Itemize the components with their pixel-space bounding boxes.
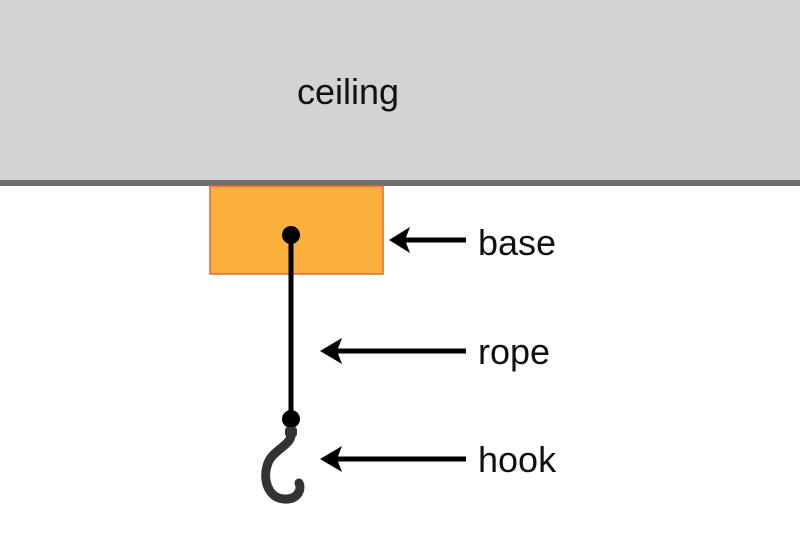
ceiling-block	[0, 0, 800, 183]
hook-curve	[261, 430, 305, 504]
arrow-left-icon	[389, 227, 410, 253]
base-label: base	[478, 222, 556, 263]
base-annotation: base	[389, 222, 556, 263]
ceiling-edge	[0, 180, 800, 186]
hook-icon	[261, 427, 305, 504]
arrow-left-icon	[320, 338, 342, 364]
ceiling: ceiling	[0, 0, 800, 186]
hook-label: hook	[478, 439, 557, 480]
arrow-left-icon	[320, 446, 342, 472]
rope	[282, 226, 300, 428]
rope-bottom-anchor	[282, 410, 300, 428]
rope-label: rope	[478, 331, 550, 372]
hook-annotation: hook	[320, 439, 557, 480]
ceiling-label: ceiling	[297, 71, 399, 112]
rope-annotation: rope	[320, 331, 550, 372]
rope-top-anchor	[282, 226, 300, 244]
